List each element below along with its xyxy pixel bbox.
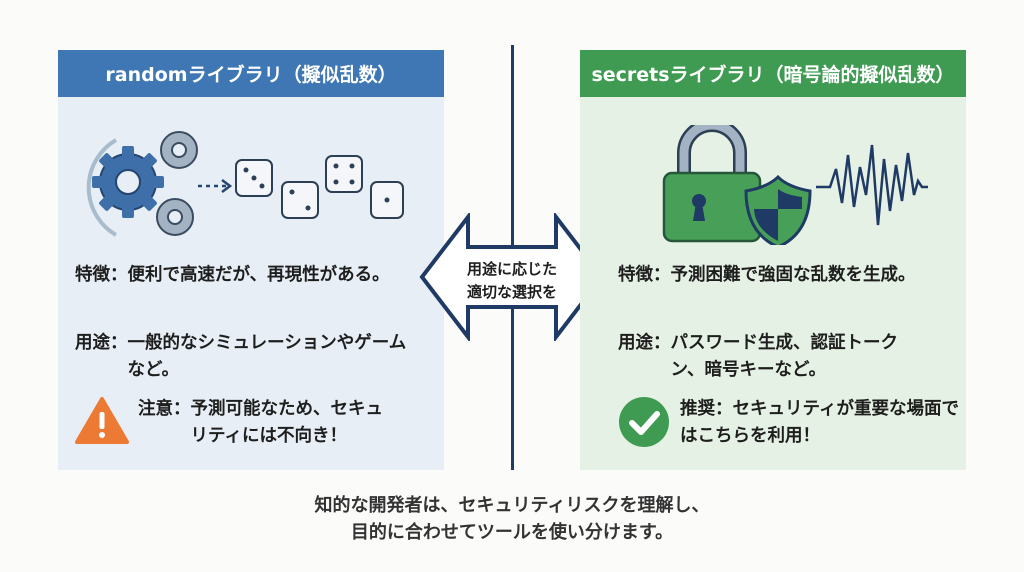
feature-text: 便利で高速だが、再現性がある。 <box>127 265 390 285</box>
center-line-2: 適切な選択を <box>466 283 557 301</box>
footer-line-1: 知的な開発者は、セキュリティリスクを理解し、 <box>314 495 710 516</box>
note-label: 注意： <box>138 399 191 419</box>
random-usage: 用途： 一般的なシミュレーションやゲームなど。 <box>75 330 418 384</box>
secrets-feature: 特徴： 予測困難で強固な乱数を生成。 <box>618 262 931 289</box>
secrets-panel-title: secretsライブラリ（暗号論的擬似乱数） <box>580 50 966 97</box>
random-note: 注意：予測可能なため、セキュリティには不向き！ <box>138 396 398 450</box>
lock-shield-illustration <box>662 125 928 245</box>
note-text: セキュリティが重要な場面ではこちらを利用！ <box>680 399 959 446</box>
gear-icon <box>92 146 164 218</box>
lock-icon <box>662 171 762 243</box>
warning-icon <box>75 397 129 444</box>
usage-text: パスワード生成、認証トークン、暗号キーなど。 <box>670 333 899 380</box>
shield-icon <box>744 174 812 245</box>
note-text: 予測可能なため、セキュリティには不向き！ <box>190 399 384 446</box>
check-circle-icon <box>619 397 669 447</box>
note-label: 推奨： <box>680 399 733 419</box>
center-message: 用途に応じた 適切な選択を <box>450 258 574 304</box>
feature-text: 予測困難で強固な乱数を生成。 <box>670 265 916 285</box>
usage-label: 用途： <box>75 333 128 353</box>
random-library-panel: randomライブラリ（擬似乱数） 特徴： 便利で高速だが、再現性がある。 用途… <box>58 50 444 470</box>
footer-message: 知的な開発者は、セキュリティリスクを理解し、 目的に合わせてツールを使い分けます… <box>0 492 1024 546</box>
center-line-1: 用途に応じた <box>466 260 557 278</box>
feature-label: 特徴： <box>75 265 128 285</box>
random-panel-title: randomライブラリ（擬似乱数） <box>58 50 444 97</box>
usage-text: 一般的なシミュレーションやゲームなど。 <box>127 333 407 380</box>
usage-label: 用途： <box>618 333 671 353</box>
secrets-library-panel: secretsライブラリ（暗号論的擬似乱数） 特徴： 予測困難で強固な乱数を生成… <box>580 50 966 470</box>
secrets-usage: 用途： パスワード生成、認証トークン、暗号キーなど。 <box>618 330 931 384</box>
gears-dice-illustration <box>86 131 404 237</box>
noise-waveform-icon <box>816 144 928 226</box>
footer-line-2: 目的に合わせてツールを使い分けます。 <box>350 522 674 543</box>
secrets-recommendation: 推奨：セキュリティが重要な場面ではこちらを利用！ <box>680 396 960 450</box>
random-feature: 特徴： 便利で高速だが、再現性がある。 <box>75 262 408 289</box>
gear-icon <box>156 131 198 236</box>
feature-label: 特徴： <box>618 265 671 285</box>
